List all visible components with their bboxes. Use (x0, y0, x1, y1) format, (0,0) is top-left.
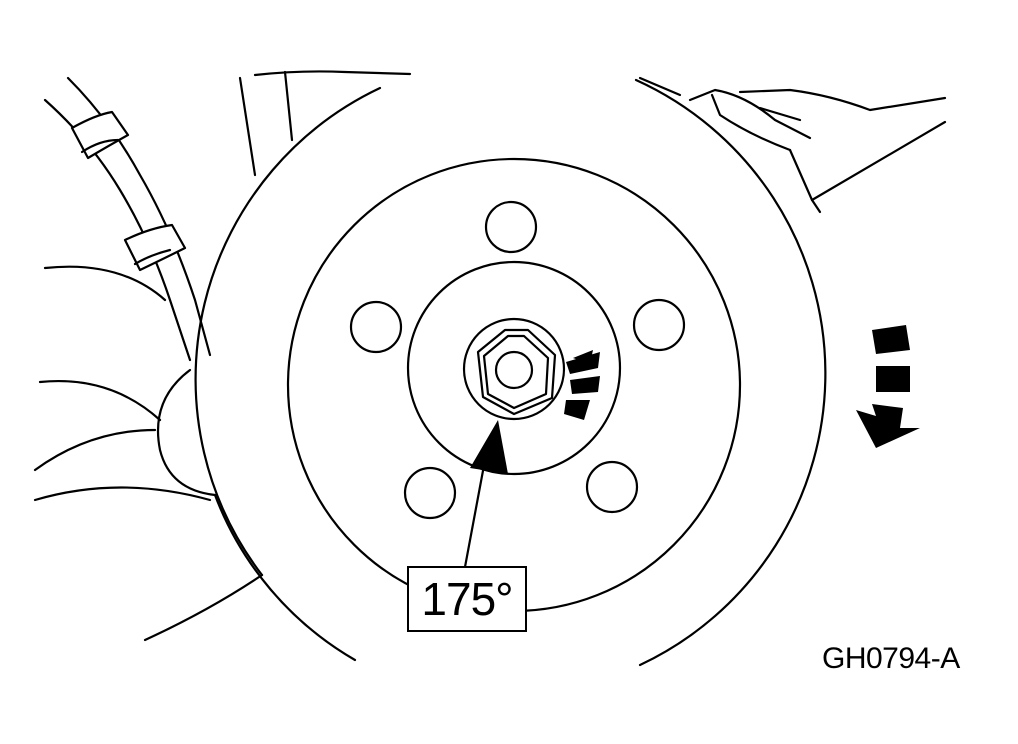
engine-background-lines (33, 70, 947, 642)
angle-callout-box: 175° (407, 566, 527, 632)
bolt-hole-right (632, 298, 686, 352)
pulley-rotation-arrow-icon (856, 325, 920, 448)
hub-circle (406, 260, 622, 476)
angle-callout-label: 175° (421, 573, 513, 625)
bolt-hole-top (484, 200, 538, 254)
hose-with-fittings (43, 76, 212, 362)
figure-id-label: GH0794-A (822, 642, 960, 675)
pulley-outer-rim (194, 78, 827, 667)
bolt-rotation-arrow-icon (564, 350, 600, 420)
bolt-hole-lower-right (585, 460, 639, 514)
center-bolt (462, 317, 566, 421)
pointer-arrow-icon (470, 420, 508, 474)
bolt-holes (349, 200, 686, 520)
bolt-hole-left (349, 300, 403, 354)
bolt-hole-lower-left (403, 466, 457, 520)
leader-line (463, 458, 487, 569)
